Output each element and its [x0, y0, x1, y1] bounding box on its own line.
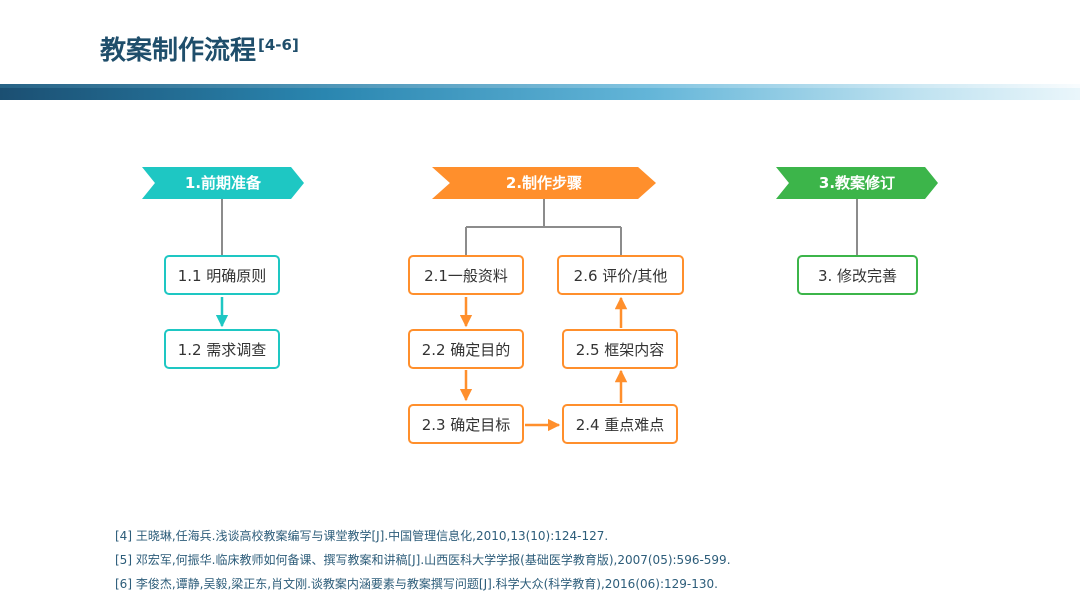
page-title: 教案制作流程[4-6]: [100, 30, 299, 67]
reference-item: [5] 邓宏军,何振华.临床教师如何备课、撰写教案和讲稿[J].山西医科大学学报…: [115, 553, 731, 567]
stage-banner-revision: 3.教案修订: [776, 167, 938, 199]
page-title-reference: [4-6]: [258, 36, 299, 54]
step-box-2-6: 2.6 评价/其他: [557, 255, 684, 295]
step-box-2-3: 2.3 确定目标: [408, 404, 524, 444]
header-gradient-highlight: [0, 84, 1080, 88]
step-box-3: 3. 修改完善: [797, 255, 918, 295]
connector-stage2-branch: [465, 199, 622, 255]
step-box-2-2: 2.2 确定目的: [408, 329, 524, 369]
page-title-text: 教案制作流程: [100, 36, 257, 66]
stage-banner-preparation: 1.前期准备: [142, 167, 304, 199]
step-box-2-4: 2.4 重点难点: [562, 404, 678, 444]
header-gradient-band: [0, 84, 1080, 100]
reference-item: [4] 王晓琳,任海兵.浅谈高校教案编写与课堂教学[J].中国管理信息化,201…: [115, 529, 609, 543]
references-list: [4] 王晓琳,任海兵.浅谈高校教案编写与课堂教学[J].中国管理信息化,201…: [115, 524, 731, 596]
step-box-1-1: 1.1 明确原则: [164, 255, 280, 295]
step-box-2-5: 2.5 框架内容: [562, 329, 678, 369]
stage-banner-production: 2.制作步骤: [432, 167, 656, 199]
step-box-1-2: 1.2 需求调查: [164, 329, 280, 369]
step-box-2-1: 2.1一般资料: [408, 255, 524, 295]
reference-item: [6] 李俊杰,谭静,吴毅,梁正东,肖文刚.谈教案内涵要素与教案撰写问题[J].…: [115, 577, 718, 591]
